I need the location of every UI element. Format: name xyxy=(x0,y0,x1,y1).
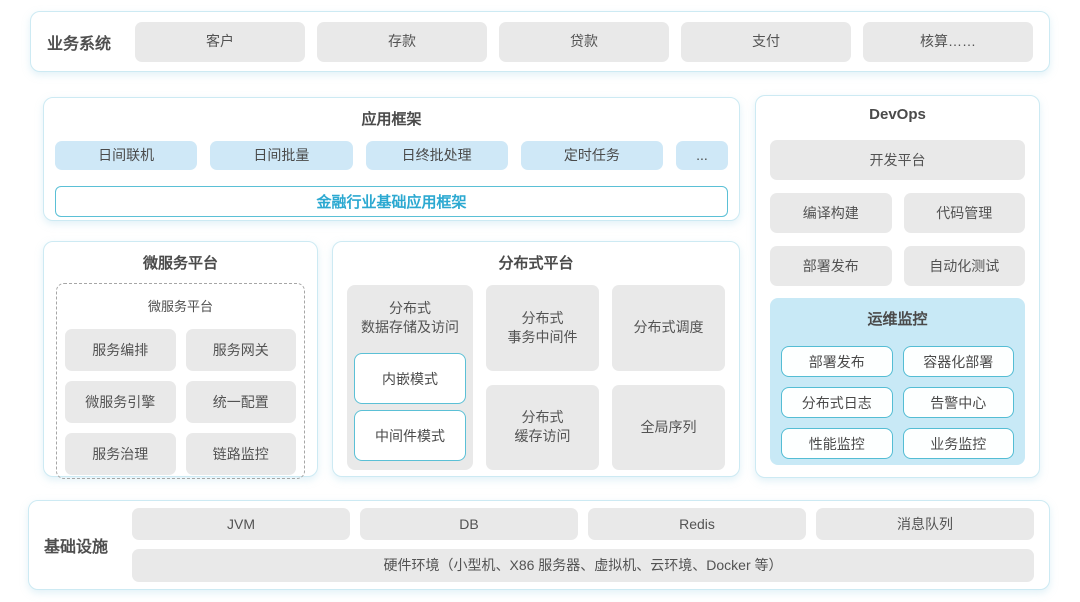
ops-deploy-release-block: 部署发布 xyxy=(781,346,893,377)
distributed-transaction-block: 分布式 事务中间件 xyxy=(486,285,599,371)
distributed-logging-block: 分布式日志 xyxy=(781,387,893,418)
app-framework-panel: 应用框架 日间联机 日间批量 日终批处理 定时任务 ... 金融行业基础应用框架 xyxy=(43,97,740,221)
dev-platform-block: 开发平台 xyxy=(770,140,1025,180)
distributed-middle-column: 分布式 事务中间件 分布式 缓存访问 xyxy=(486,285,599,470)
infrastructure-rows: JVM DB Redis 消息队列 硬件环境（小型机、X86 服务器、虚拟机、云… xyxy=(132,508,1035,582)
service-gateway-block: 服务网关 xyxy=(185,329,296,371)
more-block: ... xyxy=(676,141,728,170)
ops-monitoring-panel: 运维监控 部署发布 容器化部署 分布式日志 告警中心 性能监控 业务监控 xyxy=(770,298,1025,465)
business-item-customer: 客户 xyxy=(135,21,306,62)
business-monitoring-block: 业务监控 xyxy=(902,428,1014,459)
finance-base-framework-block: 金融行业基础应用框架 xyxy=(55,186,728,217)
app-framework-items-row: 日间联机 日间批量 日终批处理 定时任务 ... xyxy=(55,141,728,170)
daytime-online-block: 日间联机 xyxy=(55,141,198,170)
middleware-mode-block: 中间件模式 xyxy=(354,410,466,461)
unified-config-block: 统一配置 xyxy=(185,381,296,423)
service-governance-block: 服务治理 xyxy=(65,433,176,475)
business-item-loan: 贷款 xyxy=(499,21,670,62)
service-orchestration-block: 服务编排 xyxy=(65,329,176,371)
devops-items-grid: 编译构建 代码管理 部署发布 自动化测试 xyxy=(770,193,1025,286)
distributed-columns: 分布式 数据存储及访问 内嵌模式 中间件模式 分布式 事务中间件 分布式 缓存访… xyxy=(347,285,725,470)
microservice-engine-block: 微服务引擎 xyxy=(65,381,176,423)
embedded-mode-block: 内嵌模式 xyxy=(354,353,466,404)
devops-panel: DevOps 开发平台 编译构建 代码管理 部署发布 自动化测试 运维监控 部署… xyxy=(755,95,1040,478)
global-sequence-block: 全局序列 xyxy=(612,384,725,470)
jvm-block: JVM xyxy=(132,508,351,540)
microservice-items-grid: 服务编排 服务网关 微服务引擎 统一配置 服务治理 链路监控 xyxy=(65,329,296,475)
microservice-inner-group: 微服务平台 服务编排 服务网关 微服务引擎 统一配置 服务治理 链路监控 xyxy=(56,283,305,479)
code-management-block: 代码管理 xyxy=(903,193,1025,233)
containerized-deployment-block: 容器化部署 xyxy=(902,346,1014,377)
distributed-right-column: 分布式调度 全局序列 xyxy=(612,285,725,470)
distributed-storage-block: 分布式 数据存储及访问 内嵌模式 中间件模式 xyxy=(347,285,473,470)
message-queue-block: 消息队列 xyxy=(816,508,1035,540)
performance-monitoring-block: 性能监控 xyxy=(781,428,893,459)
distributed-cache-block: 分布式 缓存访问 xyxy=(486,384,599,470)
microservice-platform-title: 微服务平台 xyxy=(142,255,218,272)
distributed-scheduling-block: 分布式调度 xyxy=(612,285,725,371)
microservice-platform-panel: 微服务平台 微服务平台 服务编排 服务网关 微服务引擎 统一配置 服务治理 链路… xyxy=(43,241,318,479)
ops-monitoring-title: 运维监控 xyxy=(867,311,928,328)
distributed-platform-panel: 分布式平台 分布式 数据存储及访问 内嵌模式 中间件模式 分布式 事务中间件 分… xyxy=(332,241,740,477)
infrastructure-label: 基础设施 xyxy=(44,539,109,556)
business-item-accounting: 核算…… xyxy=(863,21,1034,62)
automated-testing-block: 自动化测试 xyxy=(903,246,1025,286)
devops-title: DevOps xyxy=(869,106,926,123)
hardware-environment-block: 硬件环境（小型机、X86 服务器、虚拟机、云环境、Docker 等） xyxy=(132,549,1034,582)
redis-block: Redis xyxy=(588,508,807,540)
trace-monitoring-block: 链路监控 xyxy=(185,433,296,475)
business-systems-label: 业务系统 xyxy=(47,35,112,53)
business-item-payment: 支付 xyxy=(681,21,852,62)
distributed-platform-title: 分布式平台 xyxy=(498,255,574,272)
compile-build-block: 编译构建 xyxy=(770,193,892,233)
infrastructure-items-row: JVM DB Redis 消息队列 xyxy=(132,508,1035,540)
business-items-row: 客户 存款 贷款 支付 核算…… xyxy=(135,21,1034,62)
scheduled-task-block: 定时任务 xyxy=(520,141,663,170)
business-systems-panel: 业务系统 客户 存款 贷款 支付 核算…… xyxy=(30,11,1050,72)
db-block: DB xyxy=(360,508,579,540)
infrastructure-panel: 基础设施 JVM DB Redis 消息队列 硬件环境（小型机、X86 服务器、… xyxy=(28,500,1050,590)
app-framework-title: 应用框架 xyxy=(361,111,422,128)
eod-batch-block: 日终批处理 xyxy=(365,141,508,170)
alert-center-block: 告警中心 xyxy=(902,387,1014,418)
business-item-deposit: 存款 xyxy=(317,21,488,62)
daytime-batch-block: 日间批量 xyxy=(210,141,353,170)
microservice-inner-title: 微服务平台 xyxy=(147,299,213,314)
deploy-release-block: 部署发布 xyxy=(770,246,892,286)
distributed-storage-label: 分布式 数据存储及访问 xyxy=(361,300,459,335)
ops-monitoring-grid: 部署发布 容器化部署 分布式日志 告警中心 性能监控 业务监控 xyxy=(781,346,1014,459)
